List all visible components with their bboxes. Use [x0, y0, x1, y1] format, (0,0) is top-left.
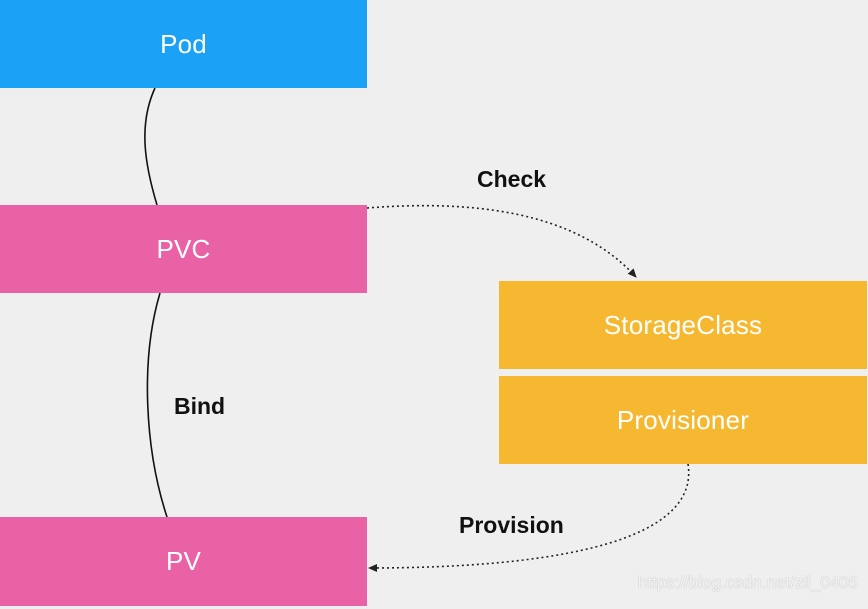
provisioner-label: Provisioner — [616, 404, 750, 435]
pod-label: Pod — [160, 28, 207, 59]
provision-arrow — [368, 463, 690, 572]
provisioner-node: Provisioner — [499, 376, 867, 464]
storage-class-label: StorageClass — [603, 309, 763, 340]
bind-edge-label: Bind — [174, 393, 226, 419]
pv-node: PV — [0, 517, 367, 606]
provision-edge-label: Provision — [459, 512, 564, 538]
pod-pvc-link — [144, 87, 158, 206]
pvc-label: PVC — [156, 233, 211, 264]
bind-link — [146, 292, 168, 518]
pod-node: Pod — [0, 0, 367, 88]
check-edge-label: Check — [477, 166, 547, 192]
pvc-node: PVC — [0, 205, 367, 293]
pv-label: PV — [165, 546, 202, 576]
check-arrow — [366, 204, 637, 278]
watermark-text: https://blog.csdn.net/zll_0405 — [637, 573, 858, 592]
storage-class-node: StorageClass — [499, 281, 867, 369]
